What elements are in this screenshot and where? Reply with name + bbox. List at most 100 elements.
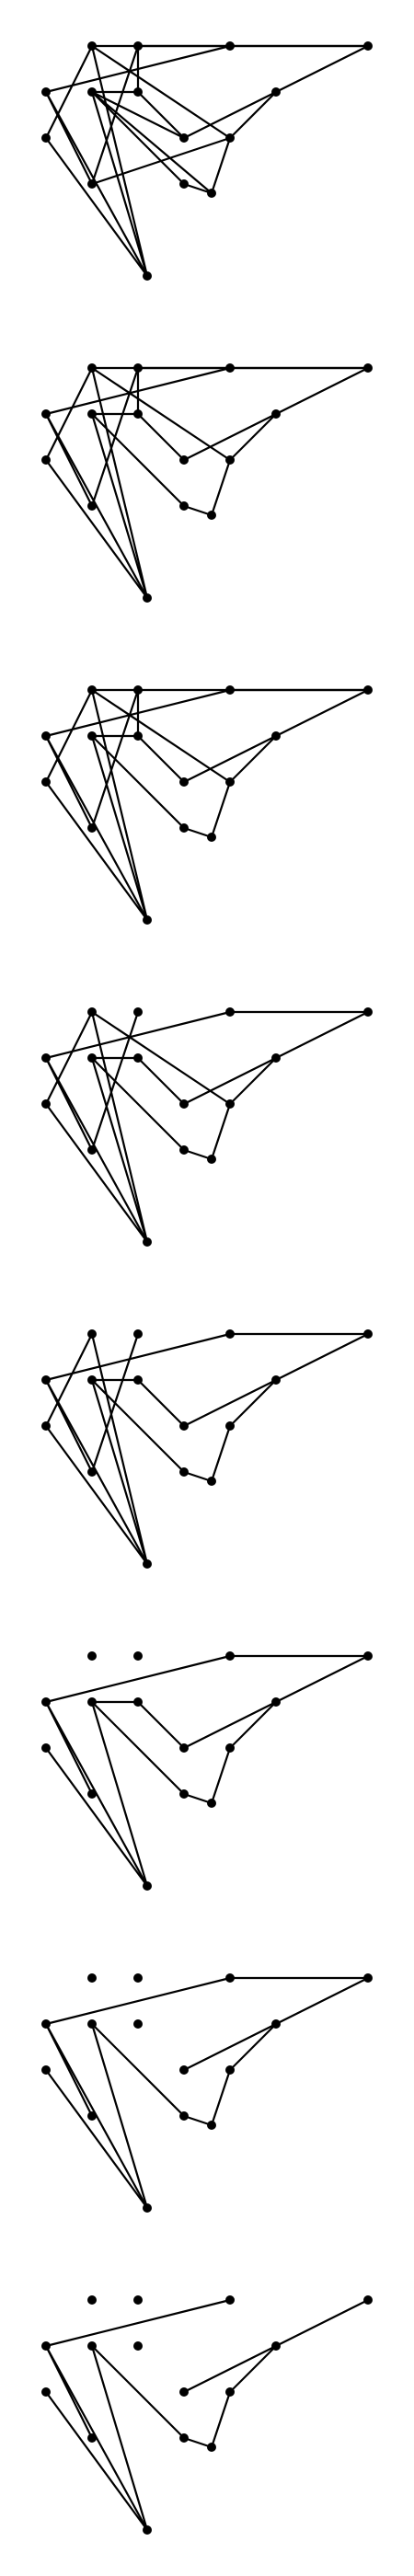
edge-B-N	[90, 366, 140, 508]
edge-C-M	[44, 688, 232, 738]
node-O	[143, 915, 152, 925]
node-A	[87, 1973, 97, 1983]
node-I	[87, 1697, 97, 1707]
edge-I-O	[90, 90, 149, 278]
edge-C-M	[44, 1010, 232, 1060]
node-M	[41, 1697, 51, 1707]
edge-G-E	[182, 1378, 278, 1428]
edge-H-G	[136, 1700, 186, 1750]
edge-F-J	[210, 458, 232, 517]
edge-L-O	[44, 2068, 149, 2210]
node-F	[225, 455, 235, 465]
node-C	[225, 2295, 235, 2305]
edge-E-F	[228, 90, 278, 140]
edge-I-G	[90, 90, 186, 140]
node-D	[363, 685, 373, 695]
node-B	[133, 1329, 143, 1339]
node-J	[207, 511, 216, 520]
node-H	[133, 409, 143, 419]
edge-D-E	[274, 1976, 370, 2026]
edge-A-L	[44, 1332, 94, 1428]
edge-J-K	[182, 182, 213, 195]
edge-O-A	[90, 688, 149, 922]
node-M	[41, 409, 51, 419]
node-M	[41, 87, 51, 97]
edge-I-O	[90, 2022, 149, 2210]
node-N	[87, 179, 97, 189]
node-D	[363, 2295, 373, 2305]
node-H	[133, 1697, 143, 1707]
node-N	[87, 823, 97, 833]
node-G	[179, 1099, 189, 1109]
node-C	[225, 1329, 235, 1339]
node-O	[143, 2525, 152, 2535]
node-L	[41, 455, 51, 465]
node-G	[179, 2065, 189, 2075]
edge-H-G	[136, 412, 186, 462]
node-O	[143, 1559, 152, 1569]
node-K	[179, 501, 189, 511]
edge-F-J	[210, 2068, 232, 2127]
edge-A-L	[44, 44, 94, 140]
edge-I-O	[90, 412, 149, 600]
edge-F-J	[210, 780, 232, 839]
node-O	[143, 2203, 152, 2213]
node-G	[179, 1421, 189, 1431]
edge-C-M	[44, 44, 232, 94]
edge-I-O	[90, 1378, 149, 1566]
edge-C-M	[44, 2298, 232, 2348]
edge-F-J	[210, 136, 232, 195]
node-F	[225, 133, 235, 143]
node-L	[41, 2065, 51, 2075]
node-C	[225, 1007, 235, 1017]
edge-H-G	[136, 734, 186, 784]
node-L	[41, 1099, 51, 1109]
node-E	[271, 1375, 281, 1385]
edge-E-F	[228, 1378, 278, 1428]
node-E	[271, 409, 281, 419]
edge-I-J	[90, 90, 213, 195]
node-A	[87, 1007, 97, 1017]
edge-C-M	[44, 1332, 232, 1382]
node-B	[133, 363, 143, 373]
edge-I-O	[90, 1056, 149, 1244]
edge-H-G	[136, 90, 186, 140]
node-J	[207, 1799, 216, 1808]
edge-J-K	[182, 826, 213, 839]
edge-G-E	[182, 1056, 278, 1106]
edge-K-I	[90, 1700, 186, 1796]
edge-A-F	[90, 1010, 232, 1106]
edge-D-E	[274, 1010, 370, 1060]
node-I	[87, 87, 97, 97]
node-K	[179, 2111, 189, 2121]
node-K	[179, 1789, 189, 1799]
edge-J-K	[182, 504, 213, 517]
node-B	[133, 41, 143, 51]
node-N	[87, 501, 97, 511]
node-L	[41, 1421, 51, 1431]
node-F	[225, 777, 235, 787]
node-E	[271, 87, 281, 97]
node-J	[207, 2443, 216, 2452]
node-B	[133, 685, 143, 695]
node-C	[225, 685, 235, 695]
node-E	[271, 731, 281, 741]
edge-G-E	[182, 1700, 278, 1750]
edge-C-M	[44, 1654, 232, 1704]
node-H	[133, 731, 143, 741]
node-M	[41, 1053, 51, 1063]
node-B	[133, 1007, 143, 1017]
node-O	[143, 271, 152, 281]
node-N	[87, 1145, 97, 1155]
edge-J-K	[182, 2436, 213, 2449]
node-J	[207, 1155, 216, 1164]
node-D	[363, 1973, 373, 1983]
node-N	[87, 2433, 97, 2443]
node-C	[225, 1973, 235, 1983]
edge-L-O	[44, 136, 149, 278]
node-K	[179, 179, 189, 189]
node-J	[207, 1477, 216, 1486]
graph-panel-6	[41, 1651, 373, 1891]
node-M	[41, 2019, 51, 2029]
node-I	[87, 2019, 97, 2029]
